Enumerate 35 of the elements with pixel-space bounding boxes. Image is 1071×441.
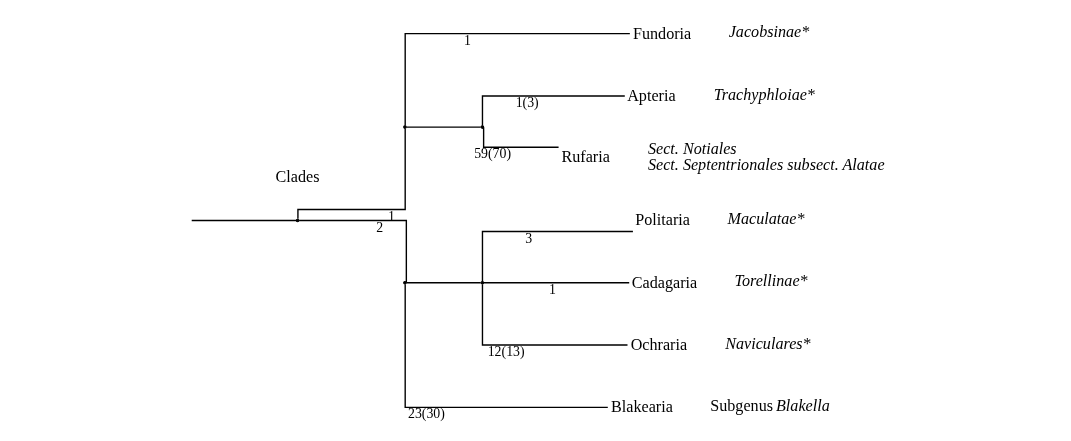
node-label: Sect. Septentrionales subsect. Alatae — [647, 155, 885, 173]
node-text: Blakearia — [611, 398, 673, 416]
node-label: Trachyphloiae* — [713, 85, 815, 103]
node-label: Maculatae* — [727, 210, 805, 228]
edge-label: 1(3) — [515, 95, 539, 111]
node-label: Subgenus Blakella — [710, 397, 830, 415]
node-point — [480, 125, 485, 129]
node-label: Jacobsinae* — [728, 23, 810, 41]
edge-label: 3 — [525, 230, 533, 246]
edge-label: 23(30) — [408, 406, 445, 422]
connector — [405, 282, 482, 284]
connector — [191, 219, 297, 222]
node-point — [295, 218, 300, 223]
label: Clades — [275, 168, 320, 186]
node-label: Naviculares* — [725, 334, 811, 352]
connector — [404, 283, 609, 409]
node-point — [403, 280, 407, 285]
node-text: Politaria — [635, 211, 690, 229]
node-text: Fundoria — [632, 24, 692, 42]
node-text: Cadagaria — [631, 273, 698, 291]
node-label: Sect. Notiales — [647, 139, 737, 157]
edge-label: 1 — [463, 32, 471, 48]
edge-label: 59(70) — [474, 146, 512, 162]
node-point — [403, 125, 407, 129]
node-label: Torellinae* — [734, 272, 808, 290]
node-text: Apteria — [627, 86, 676, 104]
connector — [298, 219, 408, 284]
connector — [483, 282, 630, 284]
connector — [481, 283, 629, 346]
node-text: Ochraria — [630, 335, 688, 353]
node-point — [480, 280, 485, 285]
edge-label: 2 — [376, 219, 384, 235]
node-text: Rufaria — [561, 148, 610, 166]
edge-label: 1 — [549, 281, 556, 297]
edge-label: 12(13) — [487, 344, 525, 360]
